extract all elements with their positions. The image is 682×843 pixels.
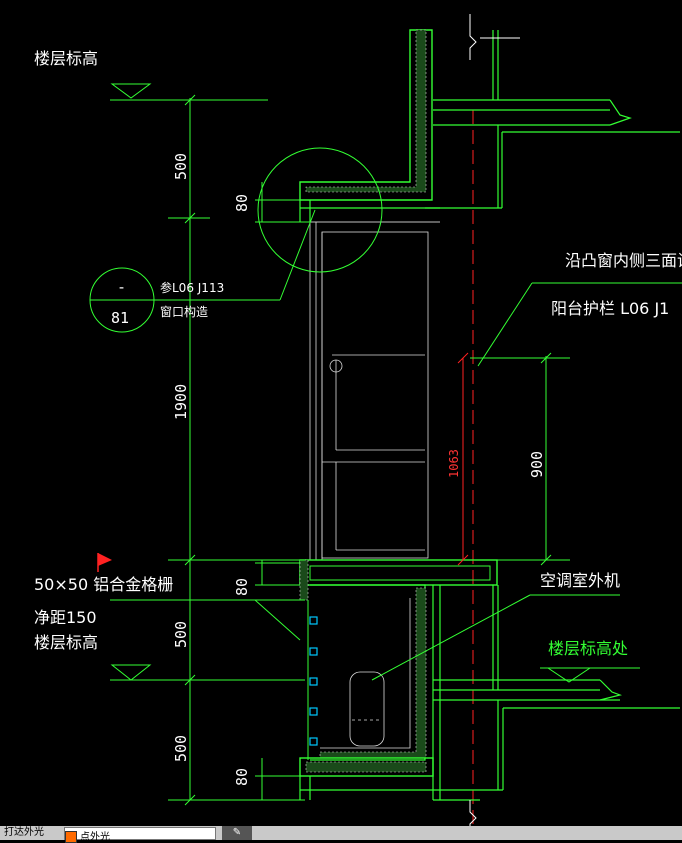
dim-900: 900 — [528, 451, 546, 478]
right-dimensions — [457, 352, 640, 683]
ac-niche — [310, 584, 427, 761]
detail-circle — [89, 147, 383, 333]
upper-wall-insulation — [299, 29, 440, 223]
layer-dropdown[interactable]: 点外光 — [64, 827, 216, 843]
dim-80-b: 80 — [233, 578, 251, 596]
left-dimensions — [110, 83, 310, 806]
layer-value: 点外光 — [80, 832, 110, 843]
dim-1900: 1900 — [172, 384, 190, 420]
layer-color-swatch — [65, 831, 77, 843]
leader-lines — [254, 282, 682, 681]
dim-500-top: 500 — [172, 153, 190, 180]
detail-ref-top: - — [117, 278, 126, 296]
floor-level-top-label: 楼层标高 — [34, 49, 98, 68]
dim-500-bot: 500 — [172, 735, 190, 762]
floor-level-right-label: 楼层标高处 — [548, 639, 628, 658]
lower-slab — [299, 757, 480, 801]
grille-squares — [309, 616, 318, 746]
detail-ref-note2: 窗口构造 — [160, 304, 208, 319]
flag-icon — [97, 553, 112, 572]
dim-80-c: 80 — [233, 768, 251, 786]
grille-note: 50×50 铝合金格栅 — [34, 575, 173, 594]
status-bar: 打达外光 点外光 ✎ — [0, 826, 682, 843]
detail-ref-num: 81 — [111, 309, 129, 327]
dim-500-mid: 500 — [172, 621, 190, 648]
break-marks — [469, 14, 520, 840]
dim-1063: 1063 — [447, 449, 461, 478]
pencil-icon[interactable]: ✎ — [222, 826, 252, 840]
grille-gap: 净距150 — [34, 608, 97, 627]
railing-note: 阳台护栏 L06 J1 — [551, 299, 669, 318]
bay-window-note: 沿凸窗内侧三面设 — [565, 251, 682, 270]
window-frame — [309, 222, 429, 560]
dim-80-a: 80 — [233, 194, 251, 212]
layer-label: 打达外光 — [4, 827, 44, 838]
floor-level-mid-label: 楼层标高 — [34, 633, 98, 652]
ac-note: 空调室外机 — [540, 571, 620, 590]
detail-ref-note1: 参L06 J113 — [160, 280, 224, 295]
